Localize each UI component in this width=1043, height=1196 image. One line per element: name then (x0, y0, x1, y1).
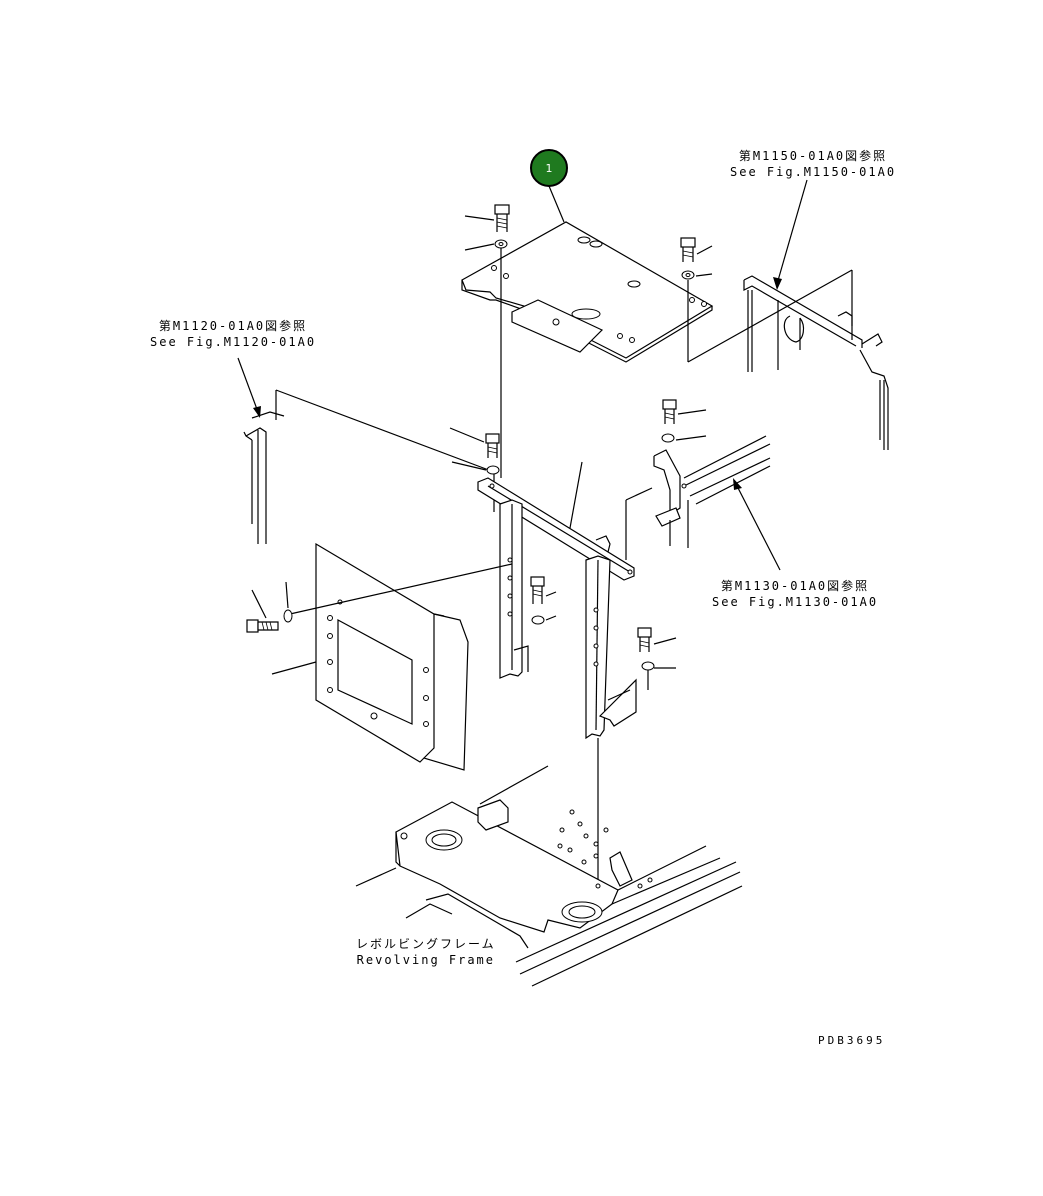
top-bolt-right (680, 237, 713, 280)
reference-m1150[interactable]: 第M1150-01A0図参照 See Fig.M1150-01A0 (730, 148, 896, 180)
mid-bolt-right (661, 399, 707, 443)
part-callout-badge[interactable]: 1 (530, 149, 568, 187)
post-bolt-b (637, 627, 677, 690)
mid-bolt-left (449, 427, 500, 475)
side-cover-panel (315, 542, 469, 771)
revolving-frame-label-jp: レボルビングフレーム (356, 937, 496, 951)
reference-m1150-en: See Fig.M1150-01A0 (730, 165, 897, 179)
post-left (499, 499, 529, 679)
revolving-frame-label: レボルビングフレーム Revolving Frame (356, 936, 496, 968)
reference-m1120-en: See Fig.M1120-01A0 (150, 335, 317, 349)
bracket-m1150 (743, 275, 889, 450)
reference-m1130-jp: 第M1130-01A0図参照 (720, 579, 870, 593)
panel-m1120 (243, 389, 495, 544)
reference-m1120[interactable]: 第M1120-01A0図参照 See Fig.M1120-01A0 (150, 318, 316, 350)
top-cover-plate (461, 221, 714, 363)
reference-m1130-en: See Fig.M1130-01A0 (712, 595, 879, 609)
rails-m1130 (625, 435, 771, 560)
reference-m1150-jp: 第M1150-01A0図参照 (738, 149, 888, 163)
side-bolt (246, 581, 293, 633)
top-bolt-left (464, 204, 510, 251)
reference-m1120-jp: 第M1120-01A0図参照 (158, 319, 308, 333)
post-right (585, 555, 637, 740)
drawing-code: PDB3695 (818, 1034, 886, 1047)
reference-m1130[interactable]: 第M1130-01A0図参照 See Fig.M1130-01A0 (712, 578, 878, 610)
post-bolt-a (530, 576, 557, 625)
revolving-frame (355, 765, 743, 987)
revolving-frame-label-en: Revolving Frame (356, 953, 496, 967)
